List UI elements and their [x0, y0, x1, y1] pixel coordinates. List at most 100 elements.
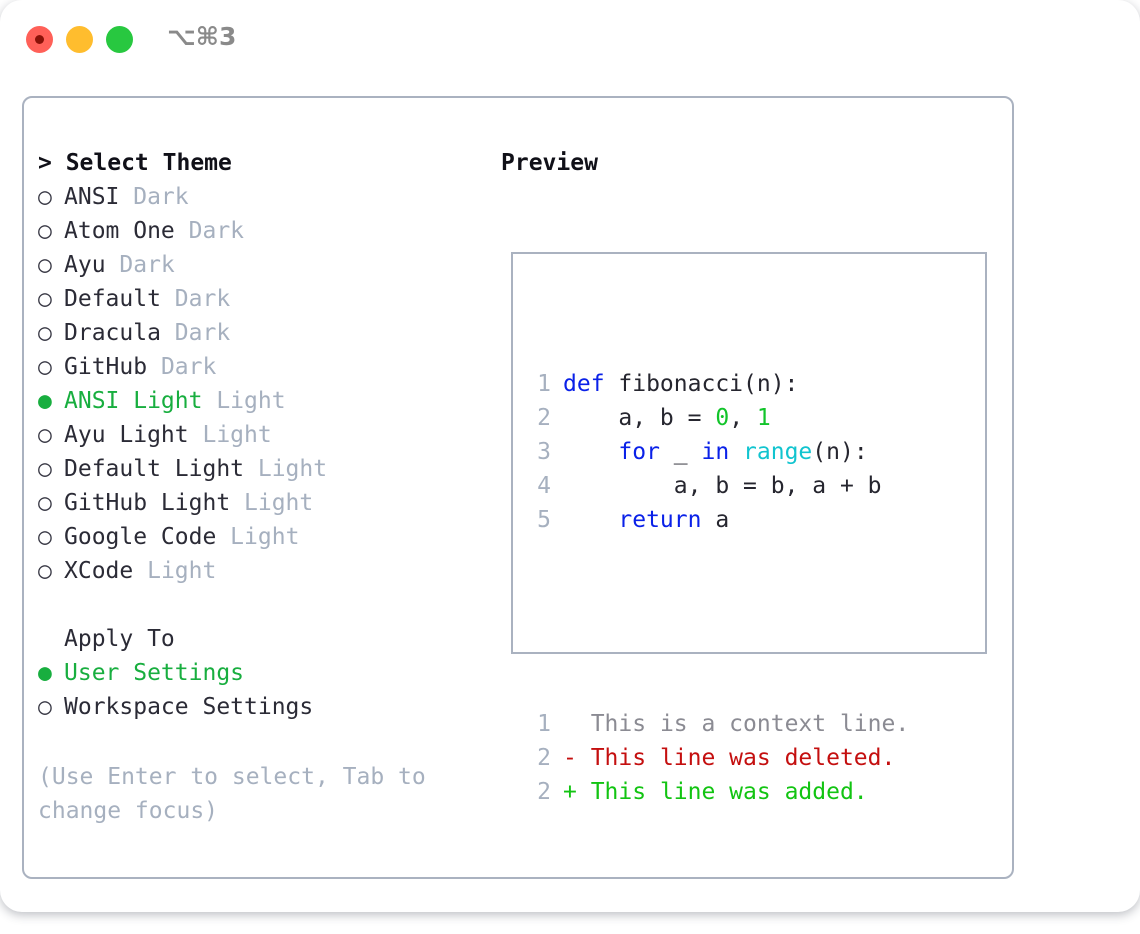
theme-option-label: GitHub [64, 354, 148, 380]
theme-option-default-light[interactable]: ○Default Light Light [38, 452, 493, 486]
code-token: return [618, 507, 702, 533]
select-theme-heading: > Select Theme [38, 150, 232, 176]
window-title: ⌥⌘3 [167, 22, 237, 51]
code-token: 0 [715, 405, 730, 431]
line-number: 4 [537, 473, 551, 499]
theme-option-label: ANSI [64, 184, 120, 210]
theme-list: ○ANSI Dark○Atom One Dark○Ayu Dark○Defaul… [38, 180, 493, 588]
code-diff-separator [525, 605, 909, 639]
code-token [563, 439, 618, 465]
radio-unselected-icon: ○ [38, 320, 52, 346]
code-token [729, 439, 743, 465]
apply-to-option-label: Workspace Settings [64, 694, 314, 720]
theme-option-ayu[interactable]: ○ Ayu Dark [38, 248, 493, 282]
radio-unselected-icon: ○ [38, 252, 52, 278]
theme-option-default[interactable]: ○Default Dark [38, 282, 493, 316]
theme-option-ansi[interactable]: ○ ANSI Dark [38, 180, 493, 214]
diff-text: This line was added. [576, 779, 868, 805]
theme-option-label: Atom One [64, 218, 175, 244]
radio-unselected-icon: ○ [38, 524, 52, 550]
theme-option-github[interactable]: ○ GitHub Dark [38, 350, 493, 384]
diff-line: 2 + This line was added. [525, 775, 909, 809]
code-token: for [618, 439, 660, 465]
theme-picker-column: > Select Theme ○ANSI Dark○Atom One Dark○… [38, 146, 493, 724]
code-token: _ [659, 439, 702, 465]
apply-to-option-workspace-settings[interactable]: ○Workspace Settings [38, 690, 493, 724]
code-token: , [729, 405, 757, 431]
help-line-2: change focus) [38, 798, 219, 824]
recording-indicator-icon [35, 35, 44, 44]
theme-option-kind-badge: Light [133, 558, 217, 584]
radio-unselected-icon: ○ [38, 558, 52, 584]
theme-option-kind-badge: Light [202, 388, 286, 414]
apply-to-heading-label: Apply To [64, 626, 175, 652]
apply-to-list: ● User Settings ○Workspace Settings [38, 656, 493, 724]
minimize-button[interactable] [66, 26, 93, 53]
list-spacer [38, 588, 493, 622]
line-number: 2 [537, 779, 551, 805]
diff-marker: - [563, 745, 577, 771]
theme-option-atom-one[interactable]: ○Atom One Dark [38, 214, 493, 248]
apply-to-heading-indent [38, 622, 64, 656]
theme-option-kind-badge: Light [244, 456, 328, 482]
theme-option-label: Google Code [64, 524, 217, 550]
apply-to-heading: Apply To [38, 622, 493, 656]
theme-option-label: Ayu Light [64, 422, 189, 448]
radio-unselected-icon: ○ [38, 218, 52, 244]
help-line-1: (Use Enter to select, Tab to [38, 764, 426, 790]
diff-marker: + [563, 779, 577, 805]
radio-unselected-icon: ○ [38, 354, 52, 380]
theme-option-kind-badge: Dark [105, 252, 175, 278]
theme-option-xcode[interactable]: ○XCode Light [38, 554, 493, 588]
line-number: 1 [537, 371, 551, 397]
theme-option-kind-badge: Dark [160, 320, 231, 346]
theme-option-label: Ayu [64, 252, 106, 278]
code-token: fibonacci(n): [604, 371, 799, 397]
theme-option-kind-badge: Dark [147, 354, 217, 380]
theme-option-label: ANSI Light [64, 388, 203, 414]
diff-marker [563, 711, 577, 737]
line-number: 3 [537, 439, 551, 465]
diff-text: This is a context line. [576, 711, 910, 737]
code-token [563, 507, 618, 533]
theme-option-kind-badge: Light [188, 422, 272, 448]
radio-unselected-icon: ○ [38, 184, 52, 210]
code-token: in [701, 439, 730, 465]
preview-heading: Preview [501, 150, 598, 176]
theme-option-ansi-light[interactable]: ● ANSI Light Light [38, 384, 493, 418]
theme-option-github-light[interactable]: ○GitHub Light Light [38, 486, 493, 520]
radio-selected-icon: ● [38, 660, 52, 686]
radio-unselected-icon: ○ [38, 422, 52, 448]
radio-unselected-icon: ○ [38, 490, 52, 516]
theme-option-label: GitHub Light [64, 490, 231, 516]
radio-unselected-icon: ○ [38, 286, 52, 312]
apply-to-option-label: User Settings [64, 660, 245, 686]
theme-option-ayu-light[interactable]: ○ Ayu Light Light [38, 418, 493, 452]
line-number: 1 [537, 711, 551, 737]
theme-option-kind-badge: Light [216, 524, 300, 550]
theme-option-label: Dracula [64, 320, 161, 346]
code-token: (n): [812, 439, 868, 465]
code-line: 5 return a [525, 503, 909, 537]
theme-option-kind-badge: Dark [119, 184, 189, 210]
code-line: 4 a, b = b, a + b [525, 469, 909, 503]
diff-line: 1 This is a context line. [525, 707, 909, 741]
theme-option-dracula[interactable]: ○ Dracula Dark [38, 316, 493, 350]
code-line: 3 for _ in range(n): [525, 435, 909, 469]
theme-option-google-code[interactable]: ○ Google Code Light [38, 520, 493, 554]
theme-option-label: Default [64, 286, 161, 312]
maximize-button[interactable] [106, 26, 133, 53]
close-button[interactable] [26, 26, 53, 53]
radio-selected-icon: ● [38, 388, 52, 414]
apply-to-option-user-settings[interactable]: ● User Settings [38, 656, 493, 690]
code-token: 1 [756, 405, 771, 431]
line-number: 5 [537, 507, 551, 533]
diff-line: 2- This line was deleted. [525, 741, 909, 775]
main-panel: > Select Theme ○ANSI Dark○Atom One Dark○… [22, 96, 1014, 879]
line-number: 2 [537, 745, 551, 771]
radio-unselected-icon: ○ [38, 456, 52, 482]
